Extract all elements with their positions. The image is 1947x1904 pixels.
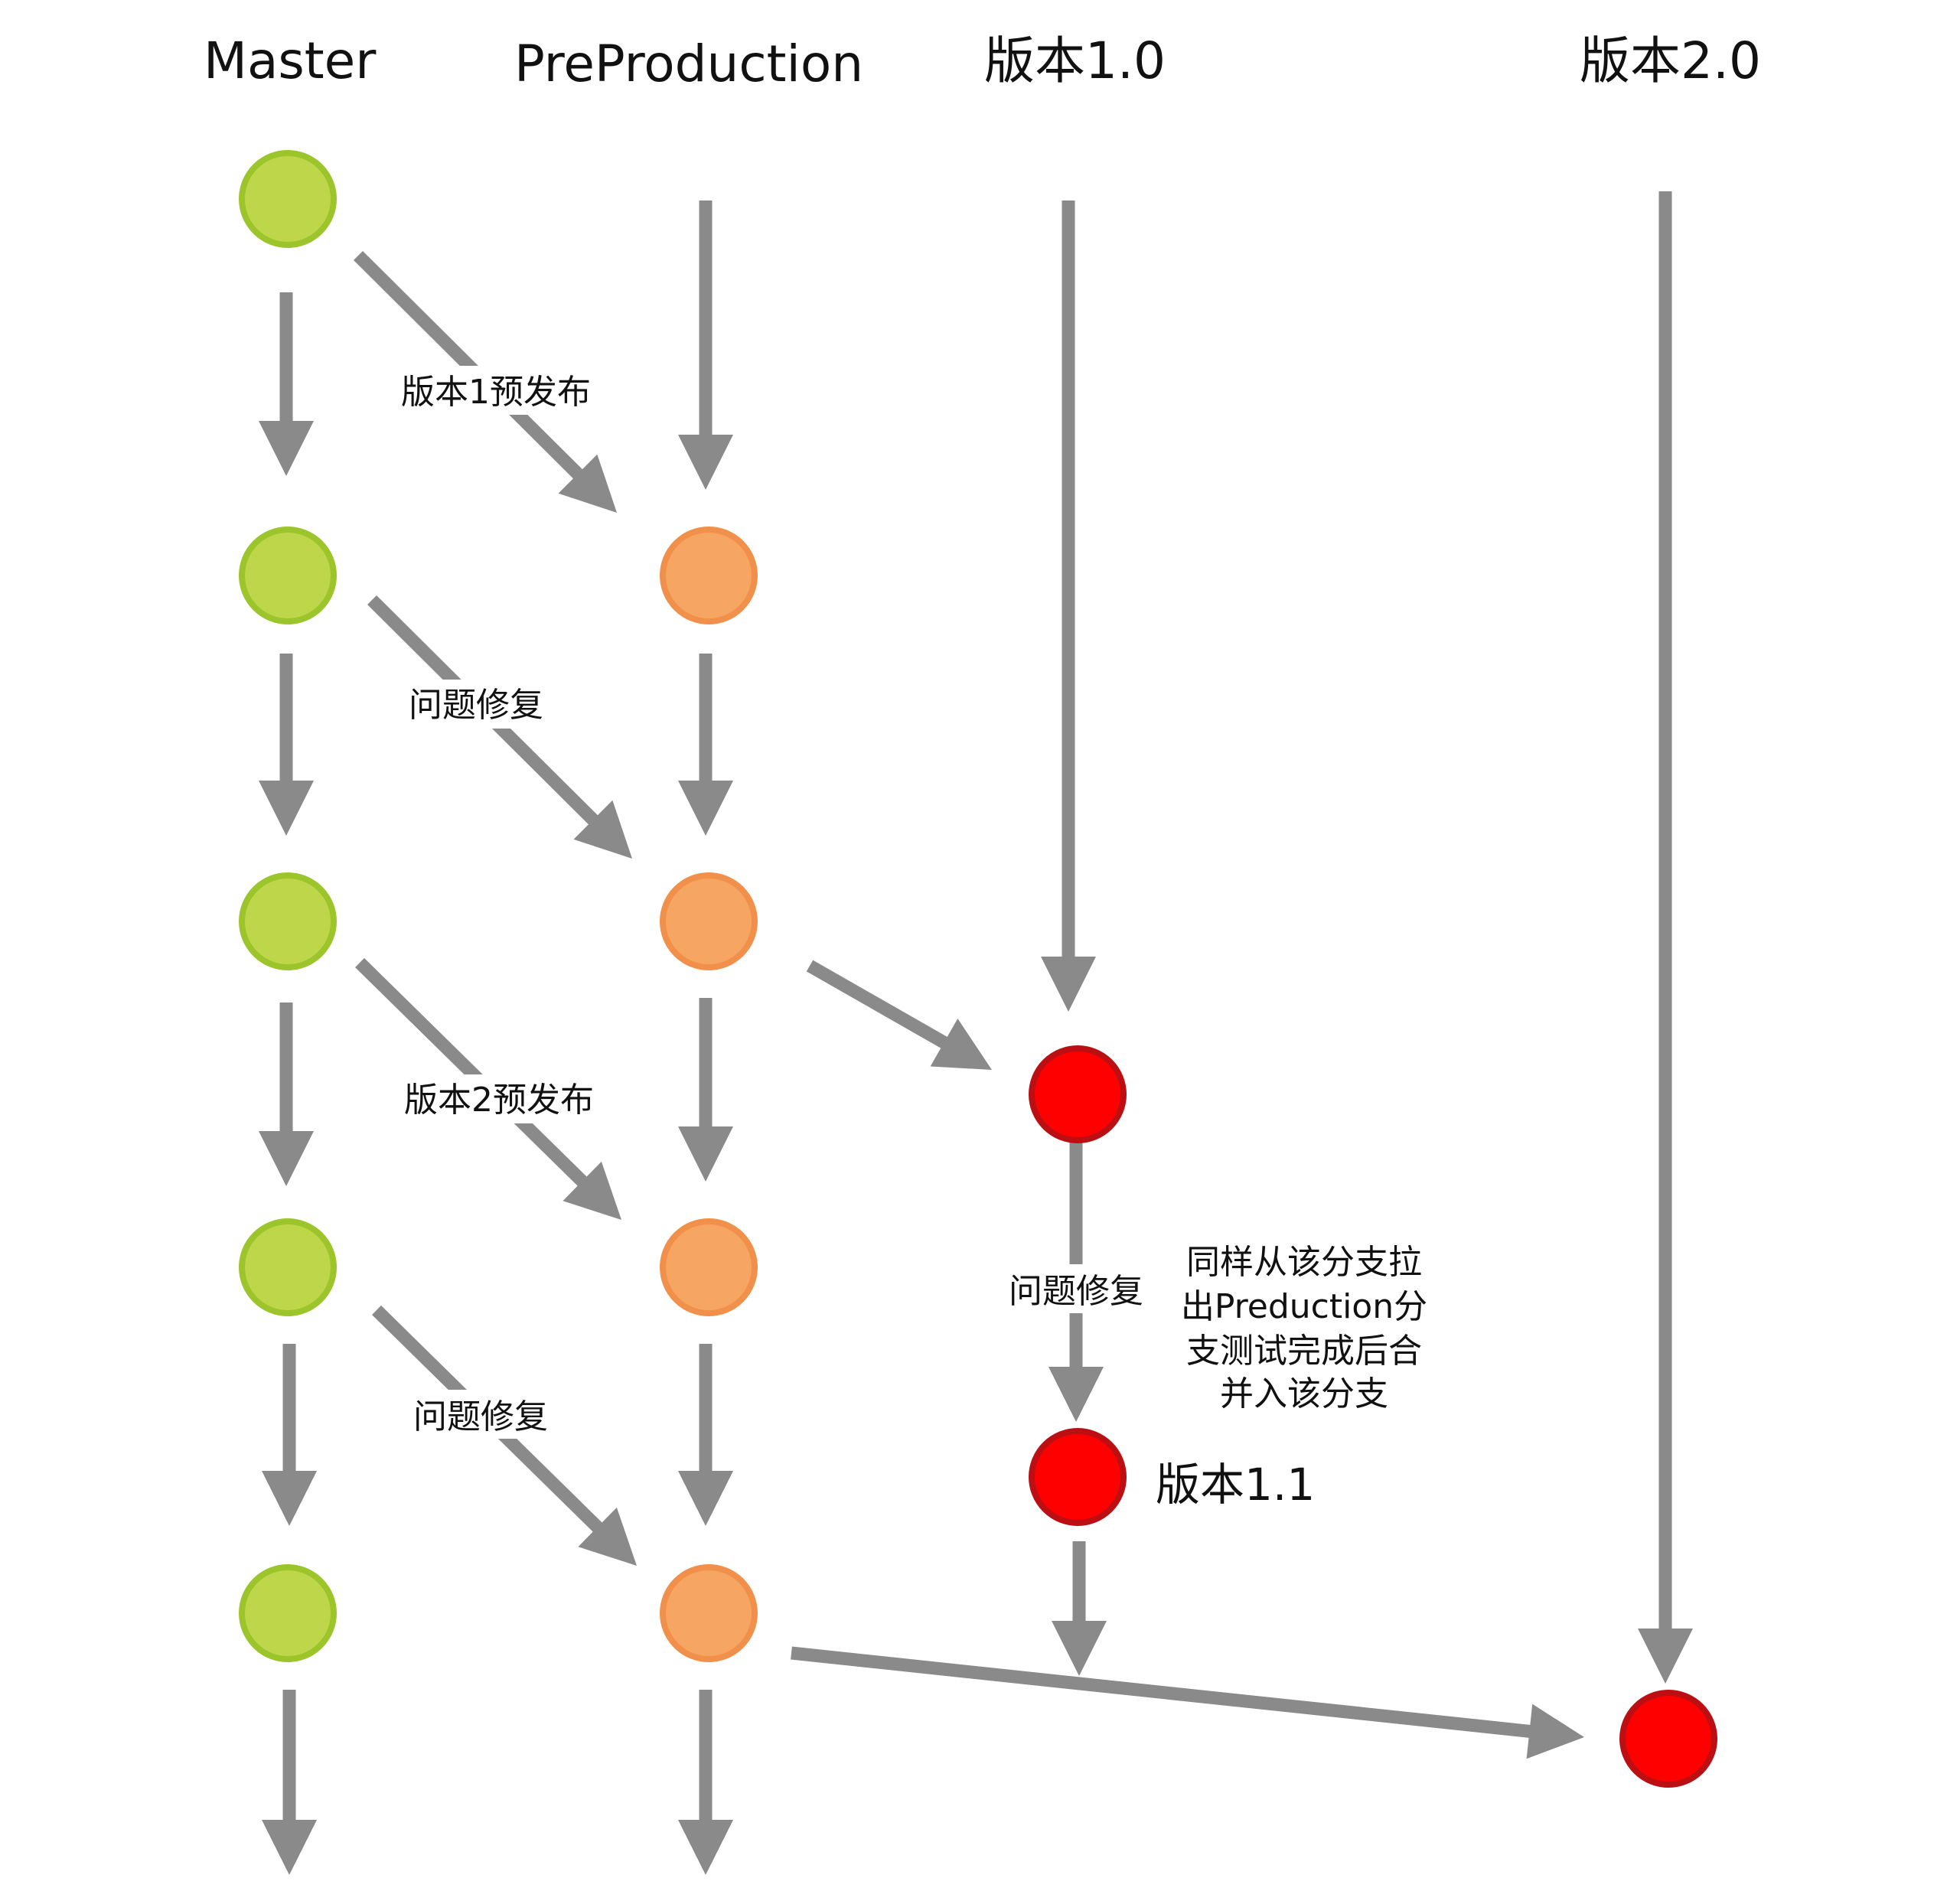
release1-prerelease-text: 版本1预发布 xyxy=(401,373,591,412)
note-line-3: 支测试完成后合 xyxy=(1186,1332,1422,1371)
note-line-4: 并入该分支 xyxy=(1220,1374,1388,1413)
arrow-v1-trunk-head xyxy=(1041,957,1096,1012)
arrow-v1-trunk xyxy=(1041,201,1096,1012)
nodes-layer xyxy=(239,150,1717,1788)
release2-prerelease-text: 版本2预发布 xyxy=(404,1081,594,1120)
arrow-pre-to-v2 xyxy=(791,1646,1584,1759)
preproduction-commit-3 xyxy=(660,1218,758,1316)
arrow-master-4-head xyxy=(262,1471,317,1526)
arrow-bugfix-1 xyxy=(367,595,632,859)
arrows-layer xyxy=(259,191,1693,1875)
arrow-master-4 xyxy=(262,1344,317,1526)
version-2-0-release xyxy=(1619,1690,1717,1788)
arrow-master-2 xyxy=(259,654,314,836)
arrow-v1-bugfix-head xyxy=(1049,1367,1104,1422)
arrow-pre-to-v1-shaft xyxy=(806,960,951,1050)
arrow-pre-to-v2-head xyxy=(1526,1703,1584,1759)
arrow-v1-bugfix xyxy=(1049,1139,1104,1422)
arrow-v2-trunk-head xyxy=(1638,1629,1693,1684)
arrow-v1-continue-head xyxy=(1052,1621,1107,1676)
arrow-pre-2-head xyxy=(678,781,733,836)
arrow-master-5 xyxy=(262,1690,317,1875)
arrow-pre-4-head xyxy=(678,1471,733,1526)
arrow-pre-1 xyxy=(678,201,733,490)
arrow-master-1-head xyxy=(259,421,314,476)
note-text-block: 同样从该分支拉 出Preduction分 支测试完成后合 并入该分支 xyxy=(1181,1243,1427,1413)
label-release2-prerelease: 版本2预发布 xyxy=(401,1074,594,1123)
arrow-master-3-head xyxy=(259,1131,314,1186)
master-commit-5 xyxy=(239,1564,337,1662)
arrow-master-5-head xyxy=(262,1820,317,1875)
arrow-bugfix-2-head xyxy=(578,1507,637,1566)
bugfix-2-text: 问题修复 xyxy=(413,1397,548,1436)
note-line-2: 出Preduction分 xyxy=(1181,1287,1427,1326)
master-commit-2 xyxy=(239,527,337,624)
arrow-release2-prerelease xyxy=(355,957,621,1220)
label-bugfix-2: 问题修复 xyxy=(409,1390,556,1439)
arrow-release2-prerelease-head xyxy=(563,1161,621,1220)
label-release1-prerelease: 版本1预发布 xyxy=(398,366,591,415)
arrow-pre-to-v1-head xyxy=(930,1019,992,1070)
header-preproduction: PreProduction xyxy=(514,34,863,93)
arrow-pre-3 xyxy=(678,998,733,1182)
arrow-master-2-head xyxy=(259,781,314,836)
preproduction-commit-2 xyxy=(660,872,758,970)
arrow-pre-to-v1 xyxy=(806,960,992,1070)
version-1-0-release xyxy=(1029,1045,1127,1143)
note-line-1: 同样从该分支拉 xyxy=(1186,1243,1422,1282)
master-commit-3 xyxy=(239,872,337,970)
arrow-release2-prerelease-shaft xyxy=(355,957,589,1188)
header-version-2: 版本2.0 xyxy=(1580,31,1761,90)
arrow-pre-5 xyxy=(678,1690,733,1875)
arrow-pre-3-head xyxy=(678,1126,733,1182)
v1-bugfix-text: 问题修复 xyxy=(1009,1272,1143,1311)
header-master: Master xyxy=(204,31,377,90)
arrow-v1-continue xyxy=(1052,1541,1107,1676)
arrow-pre-4 xyxy=(678,1344,733,1526)
arrow-pre-2 xyxy=(678,654,733,836)
arrow-master-3 xyxy=(259,1003,314,1186)
arrow-master-1 xyxy=(259,292,314,476)
master-commit-1 xyxy=(239,150,337,248)
bugfix-1-text: 问题修复 xyxy=(409,686,543,725)
arrow-pre-5-head xyxy=(678,1820,733,1875)
master-commit-4 xyxy=(239,1218,337,1316)
preproduction-commit-1 xyxy=(660,527,758,624)
arrow-pre-to-v2-shaft xyxy=(791,1646,1534,1739)
arrow-release1-prerelease-head xyxy=(558,454,617,513)
version-1-1-release xyxy=(1029,1428,1127,1526)
preproduction-commit-4 xyxy=(660,1564,758,1662)
v1-1-label: 版本1.1 xyxy=(1156,1459,1315,1511)
label-v1-bugfix: 问题修复 xyxy=(1006,1264,1153,1313)
arrow-bugfix-1-head xyxy=(573,800,632,859)
arrow-pre-1-head xyxy=(678,435,733,490)
label-bugfix-1: 问题修复 xyxy=(404,680,551,729)
header-version-1: 版本1.0 xyxy=(984,31,1166,90)
arrow-v2-trunk xyxy=(1638,191,1693,1684)
